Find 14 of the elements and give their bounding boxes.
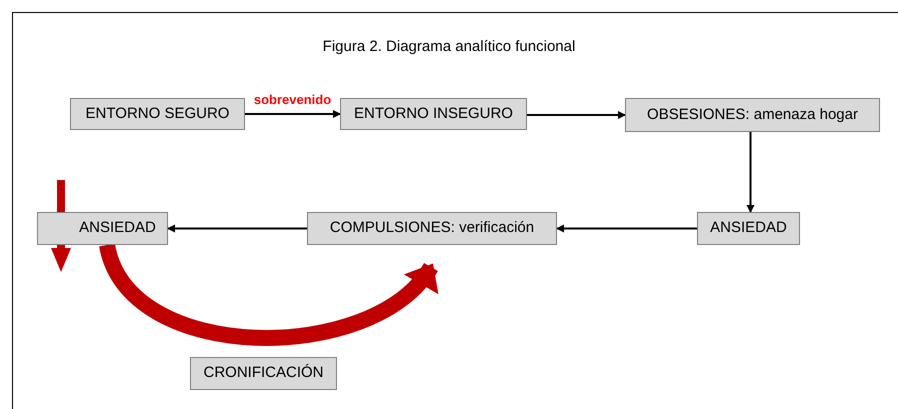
- edge-label: sobrevenido: [254, 91, 332, 109]
- diagram-title: Figura 2. Diagrama analítico funcional: [322, 37, 576, 57]
- process-box: CRONIFICACIÓN: [190, 357, 337, 390]
- process-box: ENTORNO SEGURO: [70, 98, 245, 130]
- process-box: ANSIEDAD: [697, 212, 800, 245]
- arrow: [556, 224, 697, 232]
- arrow: [167, 224, 307, 232]
- arrow: [245, 110, 341, 118]
- process-box: OBSESIONES: amenaza hogar: [625, 98, 880, 132]
- arrow: [746, 132, 754, 213]
- arrow: [527, 111, 626, 119]
- process-box: COMPULSIONES: verificación: [307, 212, 557, 245]
- process-box: ANSIEDAD: [37, 212, 168, 245]
- process-box: ENTORNO INSEGURO: [340, 98, 527, 130]
